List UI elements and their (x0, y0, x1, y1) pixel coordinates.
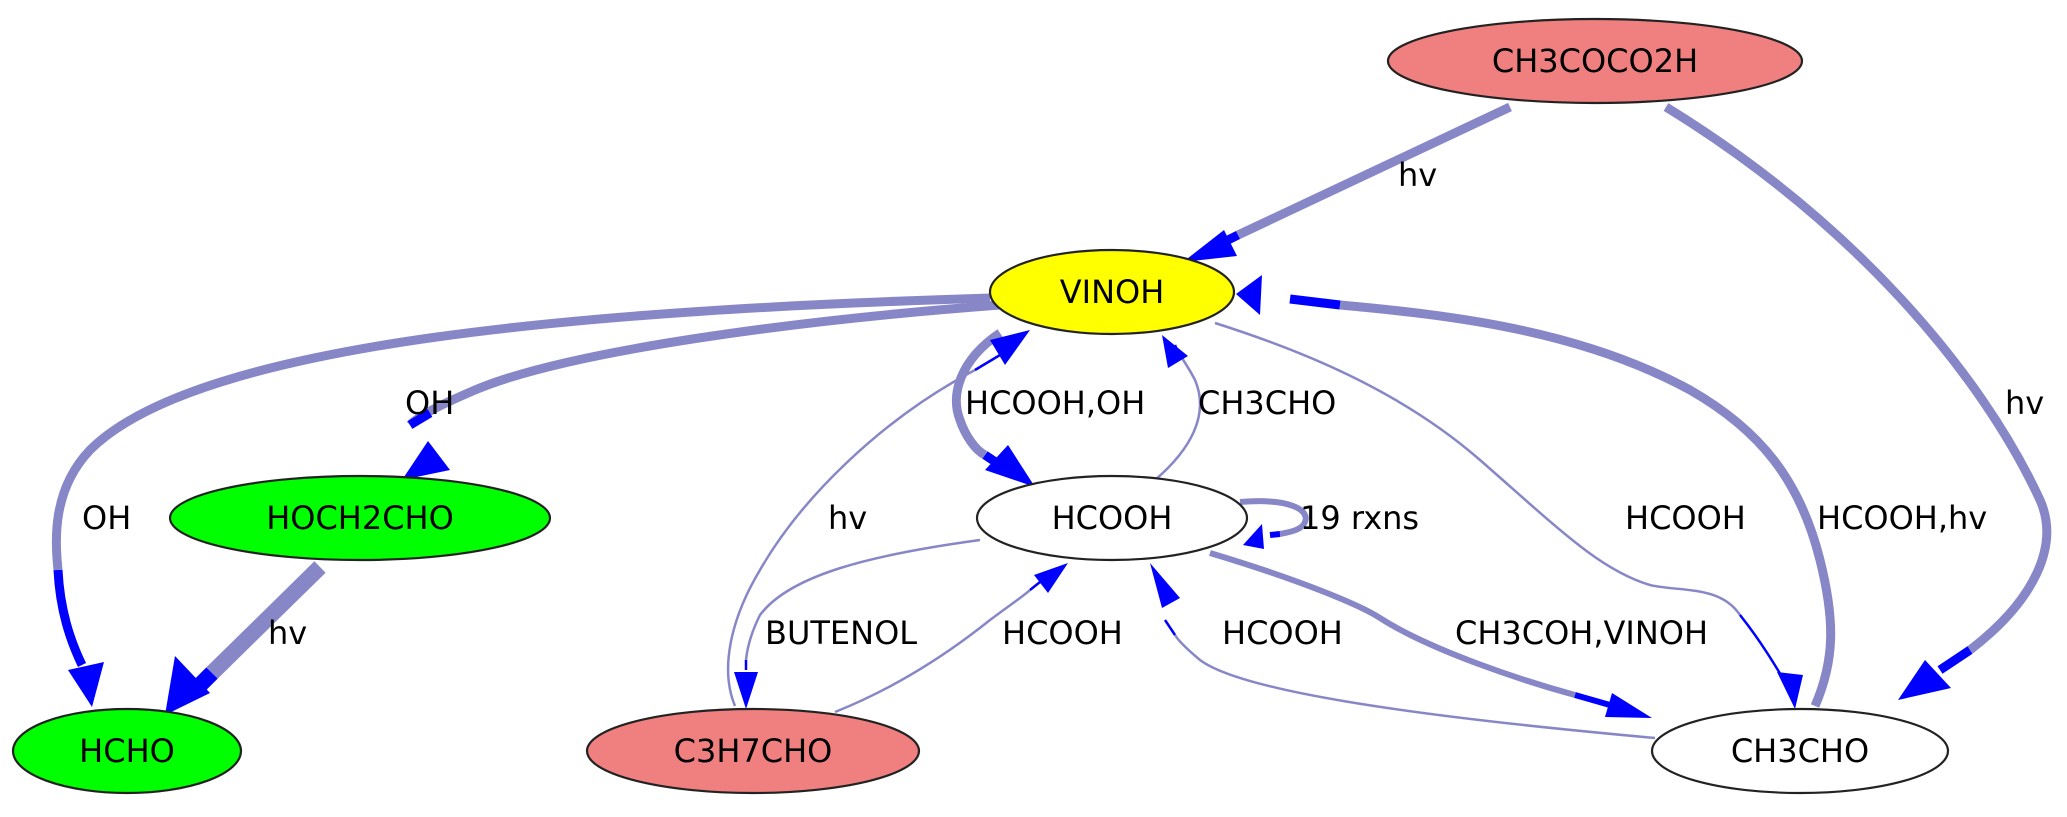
edge-label: CH3COH,VINOH (1455, 614, 1708, 652)
edge-vinoh-to-hcho (51, 293, 991, 707)
arrowhead-icon (985, 445, 1035, 487)
edge-label: OH (405, 384, 454, 422)
arrowhead-icon (68, 662, 104, 707)
edge-hcooh-to-c3h7cho (734, 538, 981, 709)
edge-hcooh-to-vinoh (1154, 335, 1202, 481)
edge-label: HCOOH (1625, 499, 1746, 537)
node-ellipse[interactable] (988, 248, 1236, 336)
edge-tail (1574, 692, 1611, 708)
arrowhead-icon (1243, 524, 1264, 549)
node-ch3cho[interactable]: CH3CHO (1650, 707, 1950, 795)
edge-tail (1937, 646, 1973, 674)
edge-vinoh-to-hcooh (951, 329, 1035, 487)
edge-c3h7cho-to-hcooh (834, 563, 1068, 714)
edge-line (1214, 321, 1742, 616)
edge-ch3coco2h-to-vinoh (1183, 102, 1512, 262)
node-ellipse[interactable] (168, 474, 552, 562)
edge-label: CH3CHO (1198, 384, 1336, 422)
nodes-layer: CH3COCO2H VINOH HOCH2CHO HCOOH HCHO C3H7CHO CH… (11, 17, 1950, 795)
edge-tail (407, 409, 433, 429)
edge-label: HCOOH (1222, 614, 1343, 652)
edge-label: 19 rxns (1300, 499, 1419, 537)
edge-vinoh-to-hoch2cho (402, 300, 1001, 480)
edge-line (1663, 103, 2052, 654)
edge-line (951, 329, 1003, 460)
edge-tail (1289, 294, 1341, 310)
node-ch3coco2h[interactable]: CH3COCO2H (1386, 17, 1804, 105)
arrowhead-icon (734, 672, 758, 709)
arrowhead-icon (1236, 275, 1262, 315)
edge-label: hv (1398, 156, 1437, 194)
edge-line (1339, 300, 1836, 708)
arrowhead-icon (1034, 563, 1068, 593)
edge-line (1154, 351, 1202, 481)
arrowhead-icon (1605, 693, 1652, 718)
node-label: C3H7CHO (674, 732, 833, 770)
edge-tail (1163, 619, 1177, 636)
edge-ch3cho-to-vinoh (1236, 275, 1836, 708)
arrowhead-icon (1183, 230, 1237, 262)
edges-layer (51, 102, 2052, 740)
node-hoch2cho[interactable]: HOCH2CHO (168, 474, 552, 562)
edge-vinoh-to-ch3cho (1214, 321, 1803, 709)
edge-hcooh-to-hcooh (1239, 498, 1309, 549)
edge-ch3coco2h-to-ch3cho (1663, 103, 2052, 700)
edge-label: HCOOH,OH (965, 384, 1145, 422)
node-hcooh[interactable]: HCOOH (975, 474, 1249, 562)
node-c3h7cho[interactable]: C3H7CHO (585, 707, 921, 795)
node-label: HOCH2CHO (266, 499, 454, 537)
edge-label: HCOOH,hv (1817, 499, 1987, 537)
edge-tail (974, 353, 1001, 372)
node-label: HCHO (79, 732, 175, 770)
node-label: CH3COCO2H (1492, 42, 1698, 80)
edge-line (1236, 102, 1512, 240)
node-ellipse[interactable] (1386, 17, 1804, 105)
node-hcho[interactable]: HCHO (11, 707, 243, 795)
edge-line (1209, 550, 1576, 698)
edge-tail (1269, 531, 1281, 538)
arrowhead-icon (165, 656, 210, 715)
edge-tail (194, 667, 218, 691)
edge-line (834, 589, 1031, 714)
edge-line (1239, 498, 1309, 537)
edge-line (406, 300, 1001, 429)
arrowhead-icon (990, 330, 1030, 365)
node-ellipse[interactable] (11, 707, 243, 795)
edge-line (206, 561, 326, 679)
edge-ch3cho-to-hcooh (1150, 563, 1656, 740)
node-label: VINOH (1060, 273, 1165, 311)
node-ellipse[interactable] (585, 707, 921, 795)
arrowhead-icon (1150, 563, 1180, 608)
arrowhead-icon (402, 441, 450, 480)
edge-label: BUTENOL (765, 614, 917, 652)
edge-line (51, 293, 991, 571)
edge-label: hv (2005, 384, 2044, 422)
arrowhead-icon (1898, 660, 1951, 700)
arrowhead-icon (1777, 672, 1803, 709)
edge-label: OH (82, 499, 131, 537)
edge-line (744, 538, 981, 661)
edge-line (726, 368, 976, 707)
edge-label: hv (828, 499, 867, 537)
edge-line (1173, 634, 1656, 740)
node-label: CH3CHO (1731, 732, 1869, 770)
node-ellipse[interactable] (975, 474, 1249, 562)
edge-label: HCOOH (1002, 614, 1123, 652)
edge-c3h7cho-to-vinoh (726, 330, 1030, 707)
node-label: HCOOH (1052, 499, 1173, 537)
edge-hcooh-to-ch3cho (1209, 550, 1652, 718)
edge-hoch2cho-to-hcho (165, 561, 326, 715)
edge-label: hv (268, 614, 307, 652)
edge-tail (53, 569, 87, 667)
node-ellipse[interactable] (1650, 707, 1950, 795)
arrowhead-icon (1162, 335, 1188, 368)
node-vinoh[interactable]: VINOH (988, 248, 1236, 336)
